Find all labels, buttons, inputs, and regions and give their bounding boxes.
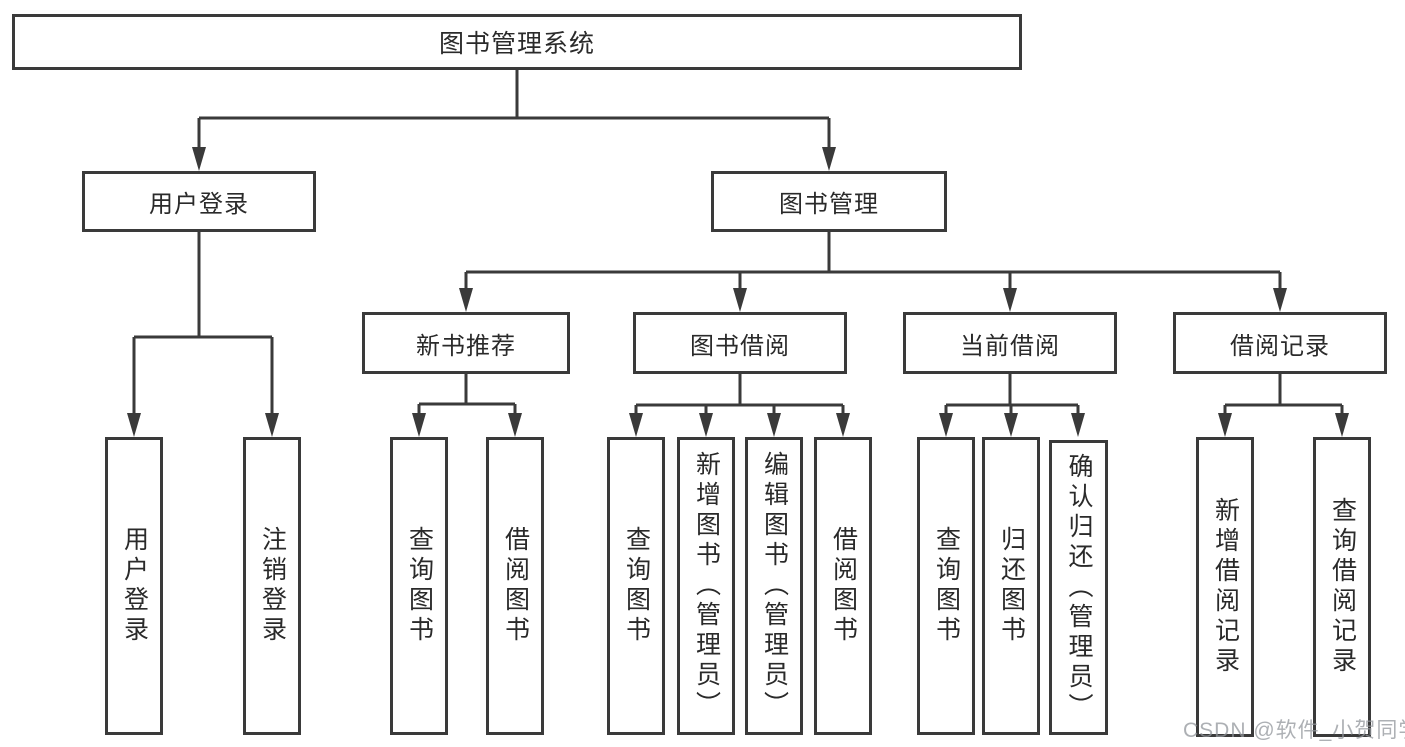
node-borrowing-records: 借阅记录 xyxy=(1173,312,1387,374)
leaf-label: 注销登录 xyxy=(258,526,287,646)
leaf-label: 查询图书 xyxy=(932,526,961,646)
node-book-management-branch: 图书管理 xyxy=(711,171,947,232)
node-user-login-branch: 用户登录 xyxy=(82,171,316,232)
node-leaf-borrow-books-1: 借阅图书 xyxy=(486,437,544,735)
node-leaf-return-books: 归还图书 xyxy=(982,437,1040,735)
leaf-label: 新增借阅记录 xyxy=(1211,497,1240,677)
node-new-book-recommendation: 新书推荐 xyxy=(362,312,570,374)
node-leaf-add-books-admin: 新增图书（管理员） xyxy=(677,437,735,735)
node-leaf-user-login: 用户登录 xyxy=(105,437,163,735)
node-book-borrowing: 图书借阅 xyxy=(633,312,847,374)
node-leaf-query-books-2: 查询图书 xyxy=(607,437,665,735)
leaf-label: 查询图书 xyxy=(622,526,651,646)
leaf-label: 编辑图书（管理员） xyxy=(760,451,789,721)
leaf-label: 查询图书 xyxy=(405,526,434,646)
node-leaf-edit-books-admin: 编辑图书（管理员） xyxy=(745,437,803,735)
leaf-label: 查询借阅记录 xyxy=(1328,497,1357,677)
node-library-management-system: 图书管理系统 xyxy=(12,14,1022,70)
node-leaf-borrow-books-2: 借阅图书 xyxy=(814,437,872,735)
leaf-label: 用户登录 xyxy=(120,526,149,646)
leaf-label: 借阅图书 xyxy=(829,526,858,646)
node-leaf-logout: 注销登录 xyxy=(243,437,301,735)
leaf-label: 借阅图书 xyxy=(501,526,530,646)
node-leaf-query-books-3: 查询图书 xyxy=(917,437,975,735)
node-current-borrowing: 当前借阅 xyxy=(903,312,1117,374)
csdn-watermark: CSDN @软件_小贺同学 xyxy=(1183,719,1405,742)
leaf-label: 新增图书（管理员） xyxy=(692,451,721,721)
node-leaf-query-books-1: 查询图书 xyxy=(390,437,448,735)
node-leaf-add-borrow-record: 新增借阅记录 xyxy=(1196,437,1254,737)
node-leaf-confirm-return-admin: 确认归还（管理员） xyxy=(1049,440,1108,735)
leaf-label: 确认归还（管理员） xyxy=(1065,452,1093,723)
node-leaf-query-borrow-record: 查询借阅记录 xyxy=(1313,437,1371,737)
leaf-label: 归还图书 xyxy=(997,526,1026,646)
